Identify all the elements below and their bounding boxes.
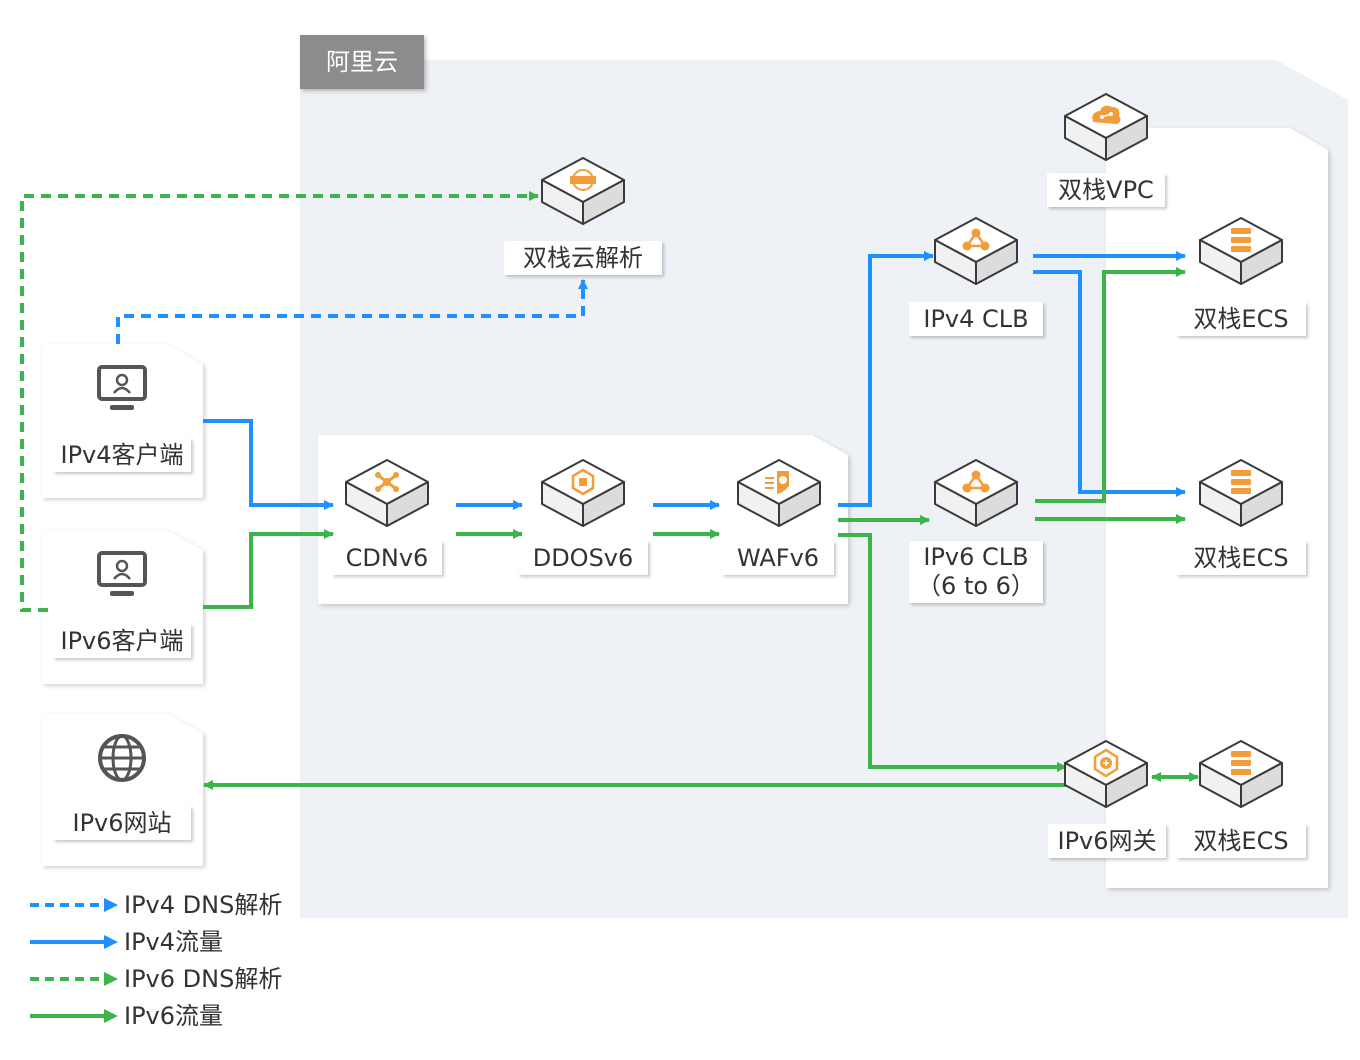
gateway-icon: [1093, 748, 1119, 778]
waf-icon: [765, 471, 789, 494]
legend-line-ipv4-dns: [30, 898, 118, 912]
monitor-user-icon: [97, 365, 147, 410]
legend-line-ipv6-dns: [30, 972, 118, 986]
server-icon: [1231, 228, 1251, 252]
ecs1-label: 双栈ECS: [1176, 302, 1306, 336]
ecs2-label: 双栈ECS: [1176, 541, 1306, 575]
clb6-node[interactable]: [934, 459, 1018, 527]
dns-icon: [570, 169, 596, 191]
gateway-node[interactable]: [1064, 740, 1148, 808]
ipv6-site-label: IPv6网站: [53, 806, 191, 840]
clb4-label: IPv4 CLB: [909, 302, 1043, 336]
legend-label-ipv6-dns: IPv6 DNS解析: [124, 965, 283, 993]
ipv4-client-label: IPv4客户端: [53, 438, 191, 472]
legend-label-ipv4-traffic: IPv4流量: [124, 928, 224, 956]
monitor-user-icon: [97, 551, 147, 596]
ipv6-client-label: IPv6客户端: [53, 624, 191, 658]
cdn-icon: [375, 472, 399, 492]
ipv4-client-to-cdn: [203, 419, 334, 510]
legend-line-ipv4-traffic: [30, 935, 118, 949]
ipv4-waf-to-clb4: [838, 251, 934, 507]
clb6-label-line2: （6 to 6）: [917, 572, 1035, 600]
dns-label: 双栈云解析: [504, 241, 662, 275]
clb6-label-line1: IPv6 CLB: [923, 543, 1029, 571]
server-icon: [1231, 751, 1251, 775]
globe-icon: [98, 734, 146, 782]
legend-label-ipv4-dns: IPv4 DNS解析: [124, 891, 283, 919]
server-icon: [1231, 470, 1251, 494]
load-balancer-icon: [962, 228, 990, 251]
vpc-node[interactable]: [1064, 93, 1148, 161]
ecs1-node[interactable]: [1199, 217, 1283, 285]
ddos-node[interactable]: [541, 459, 625, 527]
region-tag: 阿里云: [300, 35, 424, 89]
cdn-node[interactable]: [345, 459, 429, 527]
waf-label: WAFv6: [722, 541, 834, 575]
ipv4-clb4-to-ecs2: [1033, 270, 1186, 497]
ipv6-client-to-cdn: [203, 529, 334, 609]
ipv4-dns-path: [116, 279, 588, 344]
legend-label-ipv6-traffic: IPv6流量: [124, 1002, 224, 1030]
gateway-label: IPv6网关: [1048, 824, 1166, 858]
load-balancer-icon: [962, 470, 990, 493]
ecs3-label: 双栈ECS: [1176, 824, 1306, 858]
ecs3-node[interactable]: [1199, 740, 1283, 808]
ddos-shield-icon: [571, 468, 595, 496]
ipv6-waf-to-gateway: [838, 533, 1067, 772]
vpc-cloud-icon: [1092, 105, 1121, 124]
cdn-label: CDNv6: [332, 541, 442, 575]
waf-node[interactable]: [737, 459, 821, 527]
clb6-label: IPv6 CLB （6 to 6）: [909, 541, 1043, 603]
ddos-label: DDOSv6: [518, 541, 648, 575]
ecs2-node[interactable]: [1199, 459, 1283, 527]
ipv6-dns-path: [20, 191, 539, 612]
clb4-node[interactable]: [934, 217, 1018, 285]
ipv6-clb6-to-ecs1: [1035, 267, 1186, 503]
vpc-label: 双栈VPC: [1047, 173, 1165, 207]
dns-node[interactable]: [541, 157, 625, 225]
legend-line-ipv6-traffic: [30, 1009, 118, 1023]
